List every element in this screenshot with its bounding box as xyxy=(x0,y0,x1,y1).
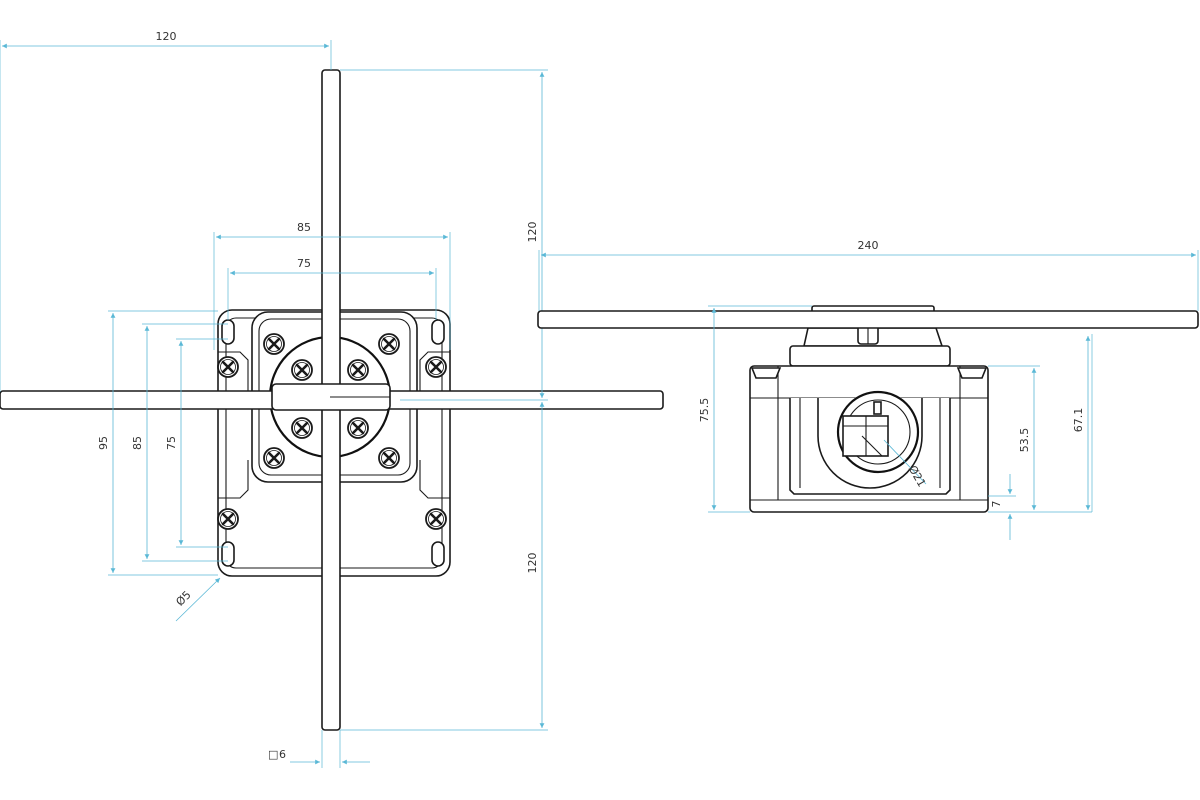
screw-hub-bl xyxy=(290,416,314,440)
screw-hub-tr xyxy=(346,358,370,382)
dim-side-base: 7 xyxy=(990,501,1003,508)
screw-plate-tl xyxy=(262,332,286,356)
screw-plate-br xyxy=(377,446,401,470)
dim-side-height-axis: 67.1 xyxy=(1072,408,1085,433)
dim-body-inner: 75 xyxy=(297,257,311,270)
screw-left-lower xyxy=(216,507,240,531)
dim-hole-diameter: Ø5 xyxy=(173,588,193,608)
screw-hub-br xyxy=(346,416,370,440)
front-dimensions: 120 120 120 85 75 95 85 75 xyxy=(0,30,548,768)
screw-plate-bl xyxy=(262,446,286,470)
slot-top-right xyxy=(431,319,445,345)
dim-height-95: 95 xyxy=(97,436,110,450)
screw-plate-tr xyxy=(377,332,401,356)
dim-side-length: 240 xyxy=(858,239,879,252)
slot-top-left xyxy=(221,319,235,345)
dim-side-height-body: 53.5 xyxy=(1018,428,1031,453)
screw-left-upper xyxy=(216,355,240,379)
dim-top-arm: 120 xyxy=(526,222,539,243)
dim-side-height-total: 75.5 xyxy=(698,398,711,423)
front-view xyxy=(0,69,664,731)
slot-bottom-left xyxy=(221,541,235,567)
side-view xyxy=(537,305,1199,513)
slot-bottom-right xyxy=(431,541,445,567)
side-shoulder xyxy=(789,345,951,367)
front-body-ears xyxy=(218,351,450,499)
side-rod xyxy=(537,310,1199,329)
side-dimensions: 240 75.5 53.5 67.1 7 Ø21 xyxy=(538,239,1199,540)
dim-rod-square: 6 xyxy=(279,748,286,761)
dim-bottom-arm: 120 xyxy=(526,553,539,574)
screw-right-upper xyxy=(424,355,448,379)
dim-height-75: 75 xyxy=(165,436,178,450)
screw-right-lower xyxy=(424,507,448,531)
screw-hub-tl xyxy=(290,358,314,382)
dim-height-85: 85 xyxy=(131,436,144,450)
rod-square-symbol: □ xyxy=(268,748,278,761)
dim-body-outer: 85 xyxy=(297,221,311,234)
dim-top-left-width: 120 xyxy=(156,30,177,43)
